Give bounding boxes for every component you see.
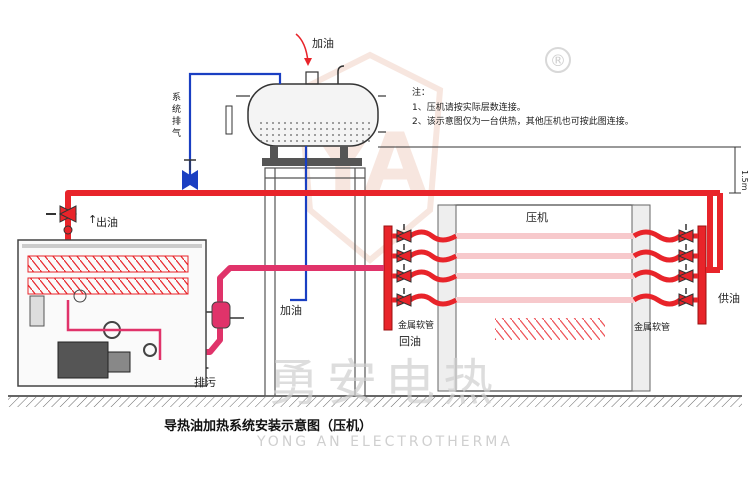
press-platens [392,224,698,307]
press-platen [456,233,634,239]
expansion-tank [225,65,386,166]
metal-hose-left [392,249,458,263]
notes-heading: 注： [412,86,430,98]
press-manifolds [383,190,723,331]
platen-valve [395,269,412,283]
registered-mark: ® [545,47,571,73]
oil-return-label: 回油 [399,334,421,348]
platen-valve [677,293,694,307]
platen-valve [395,229,412,243]
oil-out-label: 出油 [96,215,118,229]
drain-label: 排污 [194,375,216,389]
metal-hose-right [632,229,698,243]
ground-floor [8,395,742,407]
svg-text:系: 系 [172,92,181,103]
watermark-cn: 勇安电热 [269,354,501,412]
note-item-1: 1、压机请按实际层数连接。 [412,101,526,113]
svg-text:®: ® [550,51,566,70]
vent-valve [182,159,198,190]
press-label: 压机 [526,210,548,224]
outlet-valve [46,205,78,235]
tank-support-frame [264,167,366,397]
metal-hose-left [392,293,458,307]
svg-text:气: 气 [172,127,181,139]
platen-valve [677,269,694,283]
svg-text:统: 统 [172,103,181,115]
add-oil-top-label: 加油 [312,36,334,50]
platen-valve [677,229,694,243]
add-oil-arrow [295,33,312,66]
metal-hose-left [392,269,458,283]
diagram-title: 导热油加热系统安装示意图（压机） [164,418,372,434]
hose-right-label: 金属软管 [634,321,670,333]
metal-hose-left [392,229,458,243]
metal-hose-right [632,249,698,263]
press-platen [456,297,634,303]
notes-block: 注： 1、压机请按实际层数连接。 2、该示意图仅为一台供热，其他压机也可按此图连… [412,86,634,127]
heater-unit [17,239,207,387]
svg-text:排: 排 [172,115,181,127]
height-marker-label: 1.5m [740,170,749,191]
oil-out-arrow: ↑ [88,213,97,226]
press-platen [456,253,634,259]
note-item-2: 2、该示意图仅为一台供热，其他压机也可按此图连接。 [412,115,634,127]
vent-vertical-label: 系 统 排 气 [172,92,181,139]
platen-valve [395,293,412,307]
hose-left-label: 金属软管 [398,319,434,331]
metal-hose-right [632,269,698,283]
platen-valve [395,249,412,263]
platen-valve [677,249,694,263]
add-oil-bottom-label: 加油 [280,303,302,317]
vent-line [188,72,308,302]
metal-hose-right [632,293,698,307]
oil-supply-label: 供油 [718,291,740,305]
height-dimension [378,146,741,194]
press-platen [456,273,634,279]
watermark-en: YONG AN ELECTROTHERMA [256,434,513,450]
